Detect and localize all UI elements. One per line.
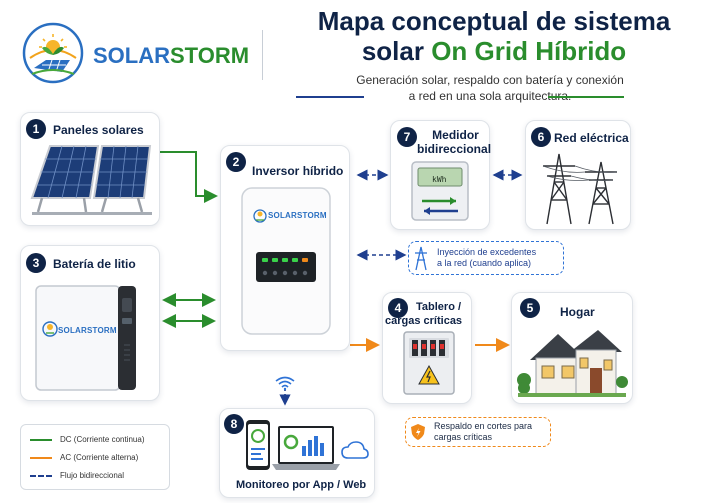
panels-label: Paneles solares [53, 123, 144, 137]
title-line-2-b: On Grid Híbrido [431, 36, 627, 66]
title-line-2: solar On Grid Híbrido [274, 36, 714, 66]
injection-line-1: Inyección de excedentes [437, 247, 537, 257]
subtitle: Generación solar, respaldo con batería y… [300, 72, 680, 104]
cloud-icon [341, 441, 369, 459]
hybrid-inverter-icon [241, 187, 331, 335]
step-3-badge: 3 [26, 253, 46, 273]
meter-label-line-1: Medidor [432, 128, 479, 142]
subtitle-rule-left [296, 96, 364, 98]
phone-laptop-icon [246, 420, 340, 470]
step-5-badge: 5 [520, 298, 540, 318]
battery-brand-text: SOLARSTORM [58, 326, 117, 335]
meter-label-line-2: bidireccional [417, 142, 492, 156]
tower-small-icon [415, 246, 427, 271]
board-label: Tablero / cargas críticas [385, 300, 462, 328]
solarstorm-logo-icon [22, 22, 84, 84]
brand-solar-text: SOLAR [93, 43, 170, 68]
injection-text: Inyección de excedentes a la red (cuando… [437, 247, 536, 269]
home-label: Hogar [560, 305, 595, 319]
house-icon [517, 330, 628, 397]
legend-dc: DC (Corriente continua) [30, 435, 144, 444]
header-divider [262, 30, 263, 80]
meter-label: Medidor bidireccional [417, 128, 492, 156]
board-label-line-1: Tablero / [416, 301, 462, 313]
brand-storm-text: STORM [170, 43, 250, 68]
title-line-2-a: solar [361, 36, 432, 66]
legend-ac: AC (Corriente alterna) [30, 453, 138, 462]
subtitle-line-1: Generación solar, respaldo con batería y… [356, 73, 624, 87]
dc-link-panels-inverter [159, 151, 218, 203]
step-2-badge: 2 [226, 152, 246, 172]
legend-ac-swatch [30, 456, 52, 459]
board-label-line-2: cargas críticas [385, 315, 463, 327]
injection-callout: Inyección de excedentes a la red (cuando… [408, 241, 564, 275]
step-4-badge: 4 [388, 298, 408, 318]
inverter-brand-text: SOLARSTORM [268, 211, 327, 220]
step-6-badge: 6 [531, 127, 551, 147]
meter-screen-text: kWh [432, 175, 447, 184]
subtitle-line-2: a red en una sola arquitectura. [408, 89, 572, 103]
page-title: Mapa conceptual de sistema solar On Grid… [274, 6, 714, 66]
backup-callout: Respaldo en cortes para cargas críticas [405, 417, 551, 447]
grid-label: Red eléctrica [554, 131, 629, 145]
injection-line-2: a la red (cuando aplica) [437, 258, 532, 268]
transmission-towers-icon [542, 153, 618, 225]
bidirectional-meter-icon [411, 161, 469, 221]
backup-line-1: Respaldo en cortes para [434, 421, 533, 431]
battery-label: Batería de litio [53, 257, 136, 271]
legend-bidirectional: Flujo bidireccional [30, 471, 124, 480]
electrical-panel-icon [403, 331, 455, 395]
backup-text: Respaldo en cortes para cargas críticas [434, 421, 532, 443]
solar-panels-icon [30, 145, 152, 215]
step-7-badge: 7 [397, 127, 417, 147]
title-line-1: Mapa conceptual de sistema [317, 6, 671, 36]
wifi-icon [275, 376, 295, 391]
inverter-label: Inversor híbrido [252, 164, 344, 178]
legend-bidirectional-swatch [30, 474, 52, 477]
legend-ac-label: AC (Corriente alterna) [60, 453, 139, 462]
shield-icon [411, 424, 425, 440]
subtitle-rule-right [548, 96, 624, 98]
step-1-badge: 1 [26, 119, 46, 139]
backup-line-2: cargas críticas [434, 432, 493, 442]
legend-dc-label: DC (Corriente continua) [60, 435, 145, 444]
legend-bidirectional-label: Flujo bidireccional [60, 471, 125, 480]
step-8-badge: 8 [224, 414, 244, 434]
monitoring-label: Monitoreo por App / Web [236, 479, 367, 491]
lithium-battery-icon [35, 285, 136, 391]
legend-dc-swatch [30, 438, 52, 441]
